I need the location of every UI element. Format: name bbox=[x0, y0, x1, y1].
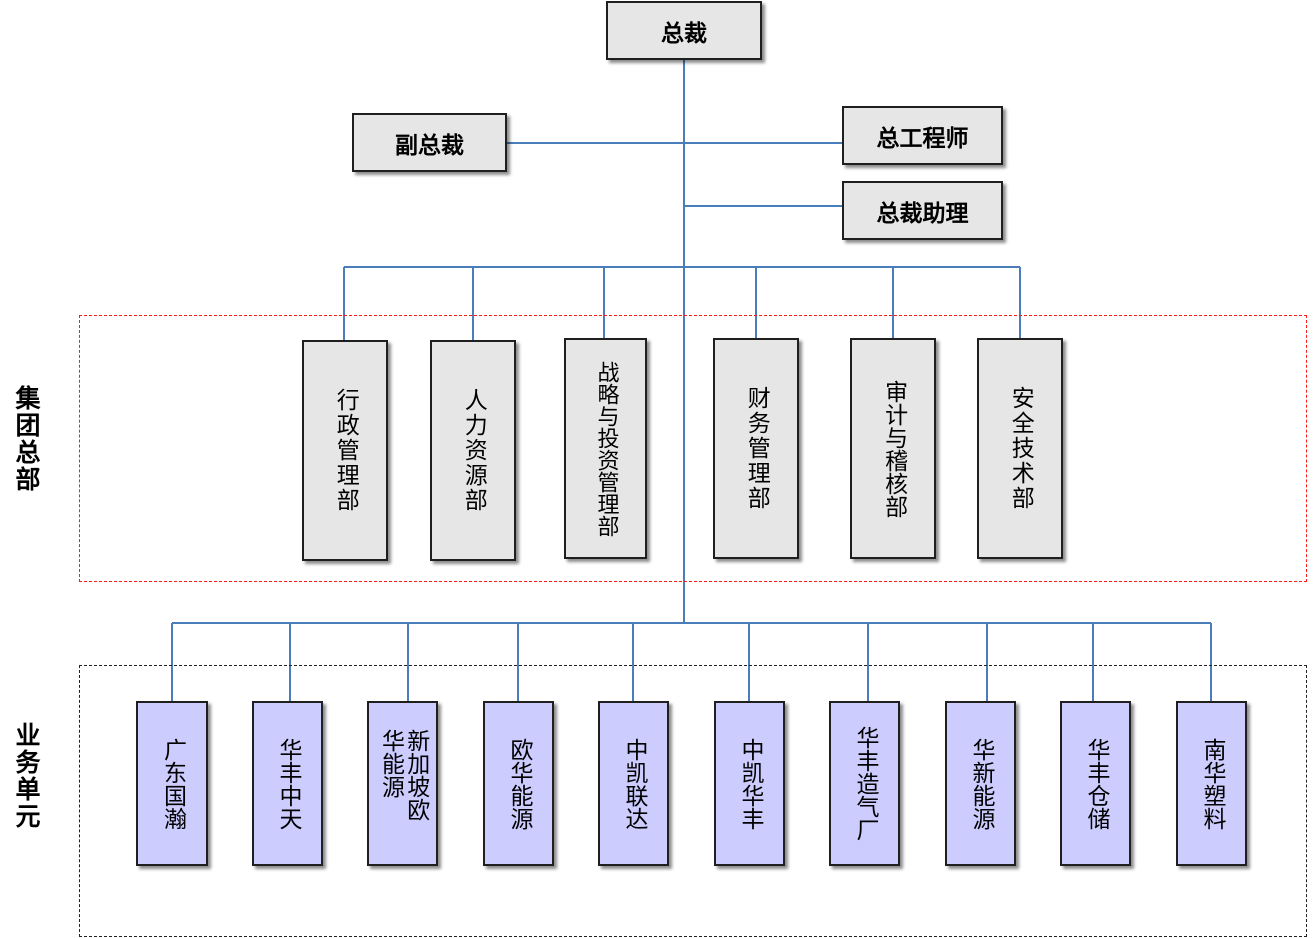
vice-president-label: 副总裁 bbox=[395, 132, 464, 159]
business-unit-label: 欧华能源 bbox=[506, 737, 532, 830]
headquarters-label: 集团总部 bbox=[12, 385, 41, 493]
business-unit-box: 新加坡欧华能源 bbox=[367, 701, 438, 866]
vice-president-box: 副总裁 bbox=[352, 113, 507, 172]
business-unit-box: 华丰仓储 bbox=[1060, 701, 1131, 866]
department-box: 人力资源部 bbox=[430, 340, 516, 561]
president-assistant-box: 总裁助理 bbox=[842, 181, 1003, 240]
headquarters-zone bbox=[79, 315, 1307, 582]
business-unit-box: 欧华能源 bbox=[483, 701, 554, 866]
business-unit-label: 华丰仓储 bbox=[1083, 737, 1109, 830]
department-box: 财务管理部 bbox=[713, 338, 799, 559]
business-unit-box: 华新能源 bbox=[945, 701, 1016, 866]
business-unit-box: 广东国瀚 bbox=[136, 701, 208, 866]
chief-engineer-box: 总工程师 bbox=[842, 106, 1003, 165]
president-assistant-label: 总裁助理 bbox=[876, 200, 969, 227]
business-unit-label: 新加坡欧华能源 bbox=[377, 728, 429, 821]
business-unit-label: 中凯联达 bbox=[621, 737, 647, 830]
business-unit-box: 华丰造气厂 bbox=[829, 701, 900, 866]
president-label: 总裁 bbox=[661, 20, 707, 47]
department-box: 审计与稽核部 bbox=[850, 338, 936, 559]
department-label: 行政管理部 bbox=[332, 388, 359, 513]
department-label: 安全技术部 bbox=[1007, 386, 1034, 511]
department-label: 财务管理部 bbox=[743, 386, 770, 511]
business-unit-box: 中凯联达 bbox=[598, 701, 669, 866]
business-units-zone bbox=[79, 665, 1307, 937]
president-box: 总裁 bbox=[606, 1, 762, 60]
business-unit-label: 华新能源 bbox=[968, 737, 994, 830]
department-box: 安全技术部 bbox=[977, 338, 1063, 559]
business-unit-box: 华丰中天 bbox=[252, 701, 323, 866]
department-label: 战略与投资管理部 bbox=[593, 360, 619, 537]
business-unit-label: 华丰中天 bbox=[275, 737, 301, 830]
department-box: 行政管理部 bbox=[302, 340, 388, 561]
business-unit-label: 南华塑料 bbox=[1199, 737, 1225, 830]
chief-engineer-label: 总工程师 bbox=[876, 125, 969, 152]
department-box: 战略与投资管理部 bbox=[564, 338, 647, 559]
business-unit-label: 广东国瀚 bbox=[159, 737, 186, 830]
business-unit-box: 中凯华丰 bbox=[714, 701, 785, 866]
department-label: 人力资源部 bbox=[460, 388, 487, 513]
business-unit-box: 南华塑料 bbox=[1176, 701, 1247, 866]
department-label: 审计与稽核部 bbox=[880, 379, 907, 518]
business-unit-label: 中凯华丰 bbox=[737, 737, 763, 830]
business-units-label: 业务单元 bbox=[12, 722, 41, 830]
business-unit-label: 华丰造气厂 bbox=[852, 726, 878, 841]
